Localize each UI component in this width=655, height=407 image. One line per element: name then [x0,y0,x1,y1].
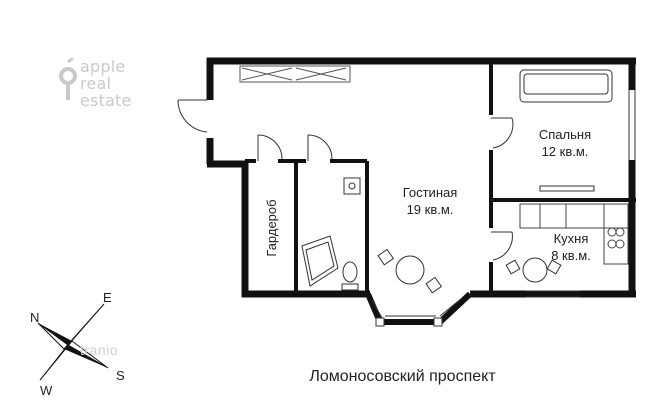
doors [177,99,514,261]
compass-west: W [40,383,53,398]
compass-north: N [30,310,39,325]
interior-walls [245,61,636,297]
company-logo: apple real estate [58,58,132,109]
room-name-living: Гостиная [403,185,458,200]
bay-window [365,291,473,325]
kitchen-counter [519,203,629,265]
logo-line-1: apple [80,57,126,76]
logo-line-2: real [80,74,112,93]
kitchen-table [505,257,562,283]
compass-east: E [103,290,112,305]
room-area-bedroom: 12 кв.м. [542,144,589,159]
room-name-wardrobe: Гардероб [264,199,279,256]
logo-line-3: estate [80,91,132,110]
tv-stand [539,185,595,192]
logo-mark-icon [59,58,77,100]
window-right [628,90,636,160]
room-area-living: 19 кв.м. [407,202,454,217]
closet-living [239,65,351,83]
room-name-bedroom: Спальня [539,127,591,142]
street-name: Ломоносовский проспект [309,368,496,385]
bay-window-glass [371,297,463,327]
outer-walls [206,57,636,298]
room-name-kitchen: Кухня [554,231,589,246]
watermark: tranio [80,342,119,358]
bathroom-fixtures [301,177,361,291]
compass-south: S [116,368,125,383]
dining-table [377,248,443,294]
compass-rose: N E S W [30,290,125,398]
room-area-kitchen: 8 кв.м. [551,248,591,263]
window-kitchen [525,290,580,298]
sofa [519,69,613,103]
